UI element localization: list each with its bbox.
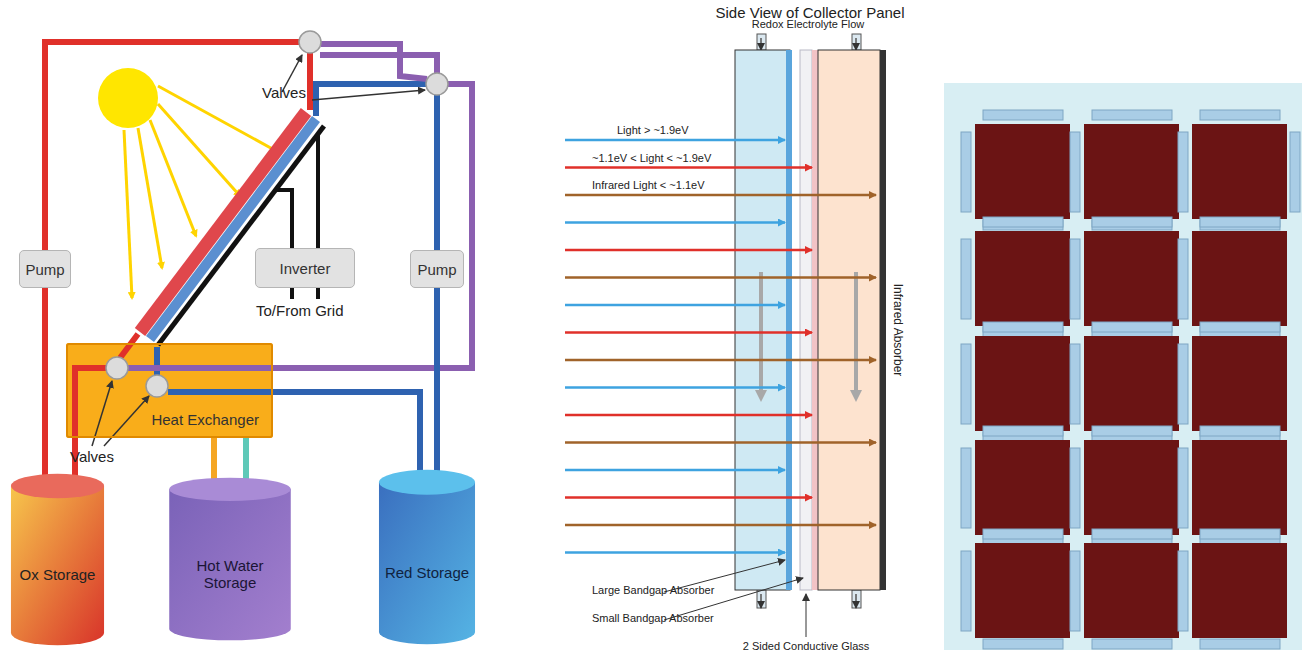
pipe-connector — [434, 288, 440, 474]
callout-label: Redox Electrolyte Flow — [700, 18, 916, 30]
component-box: Pump — [410, 250, 464, 288]
callout-label: Valves — [70, 448, 114, 465]
node-label: Pump — [25, 261, 64, 278]
callout-label: Large Bandgap Absorber — [592, 584, 714, 596]
pipe-connector — [42, 288, 48, 478]
callout-label: Infrared Light < ~1.1eV — [592, 179, 705, 191]
node-label: Red Storage — [385, 564, 469, 581]
node-label: Ox Storage — [20, 566, 96, 583]
node-label: Heat Exchanger — [151, 411, 259, 428]
tank-shape — [378, 468, 476, 646]
callout-label: Infrared Absorber — [891, 280, 905, 380]
callout-label: ~1.1eV < Light < ~1.9eV — [592, 152, 711, 164]
node-label: Pump — [417, 261, 456, 278]
panel-title: Side View of Collector Panel — [0, 4, 1302, 21]
callout-label: Valves — [262, 84, 306, 101]
component-box: Inverter — [255, 248, 355, 288]
storage-tank: Red Storage — [378, 468, 476, 646]
pipe-connector — [243, 438, 249, 482]
callout-label: Small Bandgap Absorber — [592, 612, 714, 624]
callout-label: 2 Sided Conductive Glass — [706, 640, 906, 652]
storage-tank: Ox Storage — [10, 472, 105, 647]
tank-shape — [10, 472, 105, 647]
component-box: Pump — [19, 250, 71, 288]
pipe-connector — [211, 438, 217, 482]
node-label: Inverter — [280, 260, 331, 277]
heat-exchanger-box: Heat Exchanger — [66, 343, 273, 438]
callout-label: To/From Grid — [256, 302, 344, 319]
storage-tank: Hot Water Storage — [168, 476, 292, 642]
node-label: Hot Water Storage — [174, 557, 286, 591]
callout-label: Light > ~1.9eV — [617, 124, 689, 136]
